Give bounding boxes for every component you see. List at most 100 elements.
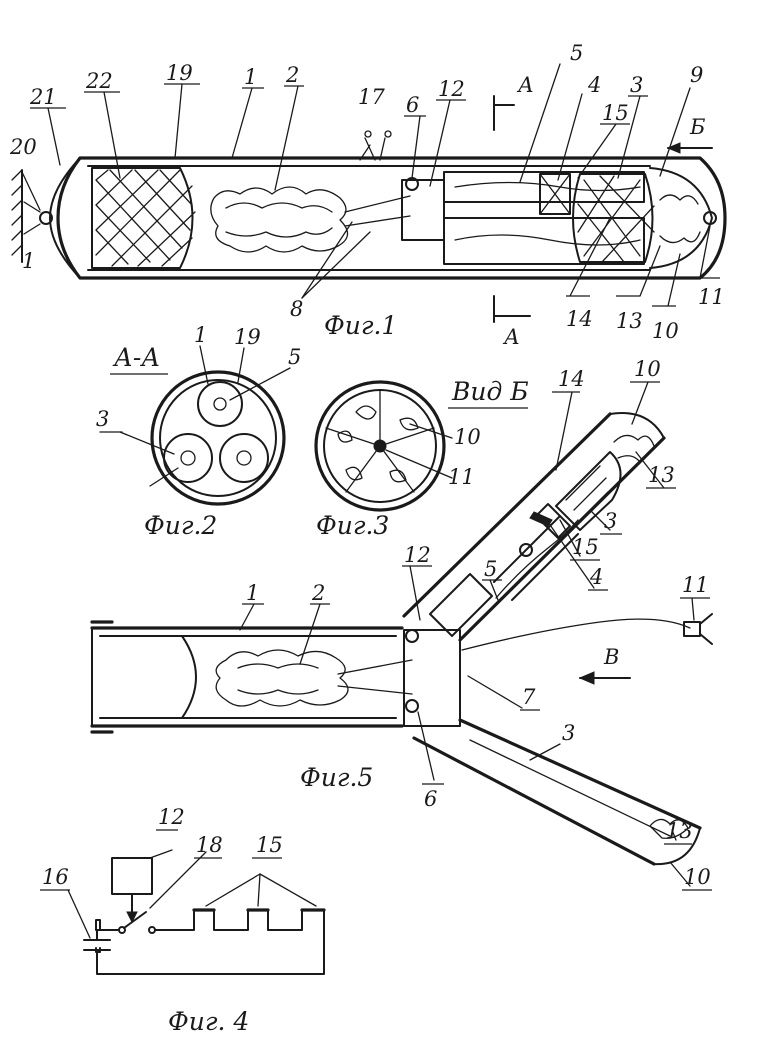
fig1-label-4: 4 [587, 73, 601, 97]
fig1-label-11: 11 [698, 285, 725, 309]
fig1-label-2: 2 [285, 63, 299, 87]
fig5-label-6: 6 [424, 787, 437, 811]
fig4-underlines [40, 829, 282, 891]
fig1-cloud-2 [210, 186, 349, 253]
fig3-petals-10 [325, 389, 435, 493]
fig4-block-12 [111, 857, 153, 895]
fig2-cylinder-5 [197, 381, 243, 427]
fig4-switch-18 [123, 911, 147, 929]
fig5-lower-arm-3 [412, 718, 702, 866]
fig4-label-15: 15 [256, 833, 283, 857]
fig1-marker-a-top: А [516, 73, 534, 97]
fig3-view-title: Вид Б [451, 377, 529, 406]
fig1-end-cap [49, 157, 81, 279]
fig2-drawing: А-А 1 19 5 3 Фиг.2 [96, 323, 301, 540]
fig1-drawing: 1 20 21 22 19 1 2 17 6 12 А 5 4 15 3 9 Б… [9, 41, 727, 349]
fig5-upper-block-12 [429, 573, 493, 637]
fig1-cylinder-5 [443, 171, 645, 203]
fig1-block-12 [401, 179, 445, 241]
fig2-label-3: 3 [96, 407, 109, 431]
fig5-label-4: 4 [589, 565, 603, 589]
fig5-label-10-lower: 10 [684, 865, 711, 889]
fig5-label-11: 11 [682, 573, 709, 597]
fig5-upper-arm-end-10 [609, 412, 665, 439]
fig5-label-1: 1 [246, 581, 259, 605]
fig1-label-15: 15 [602, 101, 629, 125]
fig3-label-11: 11 [448, 465, 475, 489]
fig4-switch-pivot [118, 926, 126, 934]
fig3-leaders [385, 423, 453, 479]
fig1-label-6: 6 [406, 93, 419, 117]
fig5-label-2: 2 [311, 581, 325, 605]
fig2-label-19: 19 [234, 325, 261, 349]
fig1-label-1: 1 [244, 65, 257, 89]
fig2-section-title: А-А [112, 343, 160, 372]
fig4-label-18: 18 [196, 833, 223, 857]
fig4-leaders [67, 849, 317, 939]
fig1-label-13: 13 [616, 309, 643, 333]
fig1-jet-lines [23, 201, 41, 235]
fig1-label-19: 19 [166, 61, 193, 85]
fig1-label-wall: 1 [22, 249, 35, 273]
fig5-label-7: 7 [522, 685, 536, 709]
fig1-label-3: 3 [630, 73, 643, 97]
fig5-heater-15 [529, 511, 553, 527]
fig3-center-11 [373, 439, 387, 453]
fig4-label-12: 12 [158, 805, 185, 829]
fig5-cloud-2 [215, 649, 349, 707]
fig1-underlines [30, 83, 720, 307]
fig5-label-3-upper: 3 [604, 509, 617, 533]
fig5-underlines [242, 381, 712, 891]
fig3-outer-ring [314, 380, 446, 512]
fig5-marker-v: В [603, 645, 619, 669]
fig1-label-17: 17 [358, 85, 385, 109]
fig2-tube-1 [159, 379, 277, 497]
fig5-pin-12 [405, 629, 419, 643]
fig1-label-12: 12 [438, 77, 465, 101]
fig4-wire-top-left [96, 929, 119, 941]
fig2-label-5: 5 [288, 345, 301, 369]
fig1-label-20: 20 [9, 135, 37, 159]
fig1-caption: Фиг.1 [324, 311, 397, 340]
fig1-label-21: 21 [29, 85, 57, 109]
fig5-upper-cylinder-5 [493, 515, 579, 601]
fig2-leaders [99, 345, 291, 487]
fig1-view-arrow-b [666, 142, 713, 154]
fig5-hub [403, 629, 461, 727]
fig1-nose-petals-13 [659, 194, 701, 244]
fig1-label-5: 5 [570, 41, 583, 65]
fig5-tube-1 [90, 626, 404, 728]
fig1-label-8: 8 [290, 297, 303, 321]
fig1-nose-9 [649, 167, 713, 269]
fig5-view-arrow-v [578, 671, 631, 685]
fig1-ignition-tip [39, 211, 53, 225]
fig1-label-22: 22 [85, 69, 113, 93]
fig5-caption: Фиг.5 [300, 763, 373, 792]
fig1-wires-8 [344, 195, 411, 227]
fig1-leaders [21, 63, 711, 307]
fig1-label-14: 14 [566, 307, 593, 331]
fig5-label-10-upper: 10 [634, 357, 661, 381]
fig1-cylinder-3-lower [443, 217, 645, 265]
fig5-wire-11 [461, 618, 691, 651]
fig3-caption: Фиг.3 [316, 511, 389, 540]
fig1-cylinder-3-stream [454, 234, 641, 246]
fig2-caption: Фиг.2 [144, 511, 217, 540]
fig1-marker-a-bottom: А [502, 325, 520, 349]
fig5-drawing: 14 10 13 3 15 4 11 1 2 12 5 В 7 6 3 13 1… [90, 357, 713, 891]
fig1-section-marker-a [493, 95, 531, 323]
fig4-label-16: 16 [42, 865, 69, 889]
fig5-label-5: 5 [484, 557, 497, 581]
fig5-tip-11 [683, 613, 713, 645]
fig5-upper-petals-13 [613, 434, 655, 463]
fig5-upper-charge-3 [555, 451, 622, 531]
fig1-charge-14 [572, 173, 655, 263]
fig2-label-1: 1 [194, 323, 207, 347]
fig5-upper-arm-14 [402, 412, 666, 642]
fig5-lower-arm-end-10 [653, 827, 701, 866]
fig5-pin-6 [405, 699, 419, 713]
fig5-label-12: 12 [404, 543, 431, 567]
fig2-cylinder-3-left [163, 433, 213, 483]
fig5-label-13-upper: 13 [648, 463, 675, 487]
